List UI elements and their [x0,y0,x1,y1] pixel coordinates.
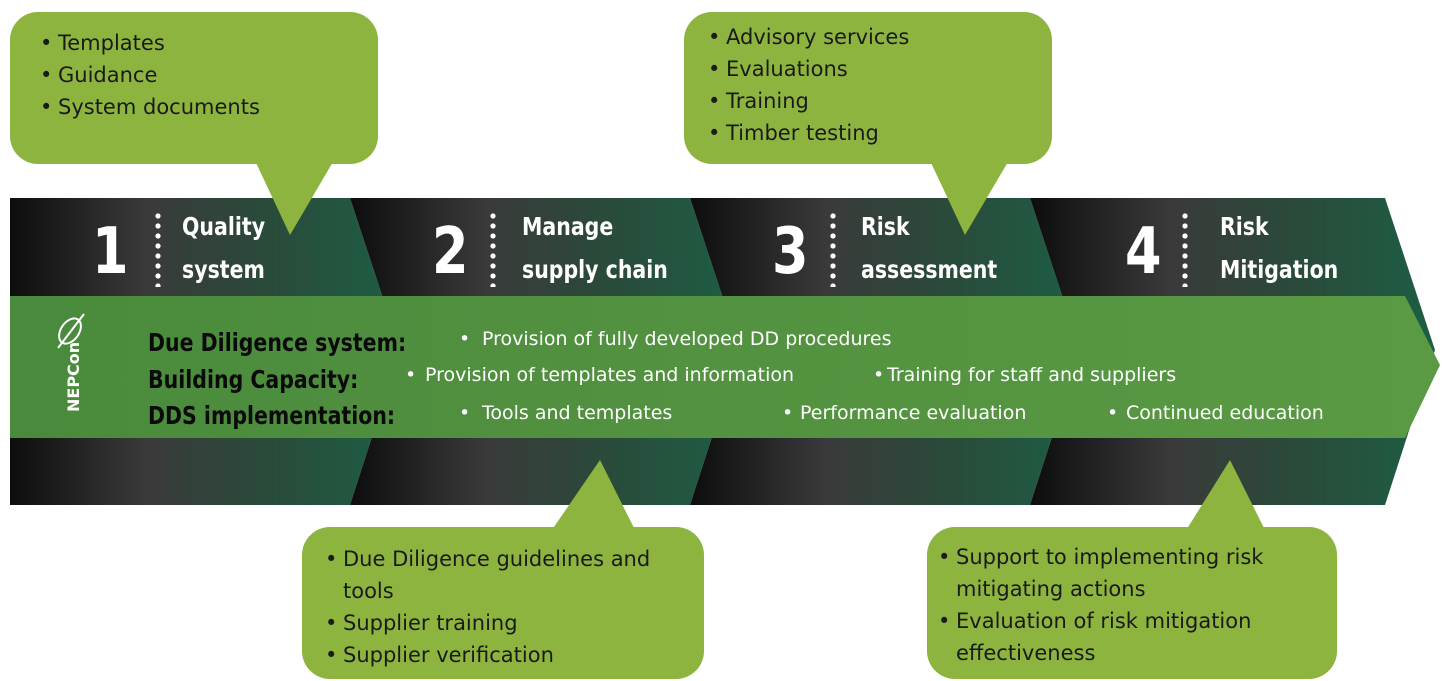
callout-item: Guidance [38,59,368,91]
leaf-icon [57,313,85,349]
row-label-building-capacity: Building Capacity: [148,365,359,394]
callout-item: Supplier training [323,607,653,639]
step-3-number: 3 [772,215,809,289]
step-4-title-line1: Risk [1220,212,1269,241]
callout-item: Evaluations [706,53,1046,85]
callout-item: Support to implementing risk mitigating … [936,541,1321,605]
step-2-title-line1: Manage [522,212,614,241]
green-band-arrow [10,296,1440,438]
row-item-continued-education: Continued education [1126,402,1324,424]
row-item-tools-templates: Tools and templates [482,402,673,424]
step-3-title-line2: assessment [861,255,998,284]
row-item-bullet: • [1107,402,1119,424]
nepcon-logo-text: NEPCon [64,341,83,412]
callout-bottom-mid: Due Diligence guidelines and tools Suppl… [323,543,653,671]
step-2-number: 2 [432,215,469,289]
row-item-training-staff: Training for staff and suppliers [887,364,1177,386]
step-2-title-line2: supply chain [522,255,668,284]
step-1-title-line2: system [182,255,265,284]
callout-item: Advisory services [706,21,1046,53]
callout-item: Templates [38,27,368,59]
step-2-divider [490,211,496,287]
callout-item: Timber testing [706,117,1046,149]
callout-top-right: Advisory services Evaluations Training T… [706,21,1046,149]
callout-item: Training [706,85,1046,117]
callout-bottom-right: Support to implementing risk mitigating … [936,541,1321,669]
callout-top-left: Templates Guidance System documents [38,27,368,123]
step-1-number: 1 [92,215,129,289]
step-4-number: 4 [1125,215,1162,289]
step-3-divider [830,211,836,287]
row-label-due-diligence: Due Diligence system: [148,328,407,357]
row-label-dds-implementation: DDS implementation: [148,401,396,430]
callout-item: Evaluation of risk mitigation effectiven… [936,605,1321,669]
row-item-bullet: • [405,364,417,386]
row-item-bullet: • [873,364,885,386]
step-1-title-line1: Quality [182,212,266,241]
callout-item: System documents [38,91,368,123]
row-item-performance-evaluation: Performance evaluation [800,402,1027,424]
step-4-divider [1182,211,1188,287]
row-item-templates-information: Provision of templates and information [425,364,795,386]
step-4-title-line2: Mitigation [1220,255,1339,284]
row-item-bullet: • [459,402,471,424]
callout-item: Supplier verification [323,639,653,671]
row-item-bullet: • [782,402,794,424]
row-item-bullet: • [459,328,471,350]
row-item-dd-procedures: Provision of fully developed DD procedur… [482,328,892,350]
step-3-title-line1: Risk [861,212,910,241]
step-1-divider [155,211,161,287]
callout-item: Due Diligence guidelines and tools [323,543,653,607]
